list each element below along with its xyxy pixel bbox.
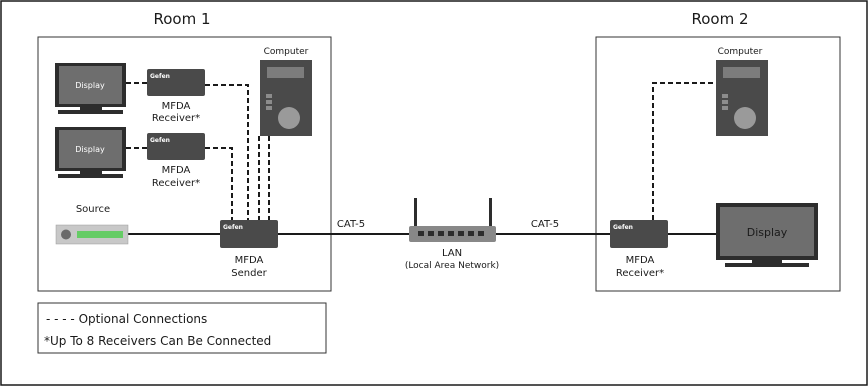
receiver-1-box (147, 69, 205, 96)
display-2-screen (59, 130, 122, 168)
receiver-3-box (610, 220, 668, 248)
display-3-label: Display (747, 226, 788, 239)
source-label: Source (76, 204, 110, 215)
display-1: Display (55, 63, 126, 114)
receiver-2-brand: Gefen (150, 137, 170, 144)
display-1-stand (58, 110, 123, 114)
lan-label-line1: LAN (442, 248, 462, 259)
computer2-receiver-cable (652, 82, 716, 220)
receiver-3-label-line2: Receiver* (616, 268, 664, 279)
computer-1: Computer (260, 47, 312, 136)
computer-2-label: Computer (718, 47, 763, 57)
router-antenna-right (489, 198, 492, 226)
room1-title: Room 1 (153, 10, 210, 28)
computer-2-drive (723, 67, 760, 78)
receiver-3-brand: Gefen (613, 224, 633, 231)
legend-receiver-note: *Up To 8 Receivers Can Be Connected (44, 334, 271, 348)
receiver-2-box (147, 133, 205, 160)
sender-brand: Gefen (223, 224, 243, 231)
sender-label-line2: Sender (231, 268, 267, 279)
router-ports (418, 231, 484, 236)
computer-1-label: Computer (264, 47, 309, 57)
display-2-label: Display (75, 145, 105, 154)
computer-1-button-c (266, 106, 272, 110)
receiver-1-label-line2: Receiver* (152, 113, 200, 124)
source-device: Source (55, 204, 129, 245)
legend: - - - - Optional Connections *Up To 8 Re… (37, 302, 327, 354)
cat5-left-label: CAT-5 (337, 219, 365, 230)
display-2-neck (80, 171, 102, 174)
receiver-3-label-line1: MFDA (626, 255, 655, 266)
computer-1-button-a (266, 94, 272, 98)
computer-1-button-b (266, 100, 272, 104)
display-1-neck (80, 107, 102, 110)
mfda-receiver-3: Gefen MFDA Receiver* (610, 220, 668, 279)
room2-box (595, 36, 841, 292)
computer-1-power-knob (278, 107, 300, 129)
display-2: Display (55, 127, 126, 178)
display-1-screen (59, 66, 122, 104)
sender-box (220, 220, 278, 248)
display-3: Display (716, 203, 818, 267)
room2-title: Room 2 (691, 10, 748, 28)
source-display-bar (77, 231, 123, 238)
computer-2-power-knob (734, 107, 756, 129)
mfda-sender: Gefen MFDA Sender (220, 220, 278, 279)
source-knob (61, 229, 71, 240)
room1-box (37, 36, 332, 292)
display-2-stand (58, 174, 123, 178)
legend-optional-connections: - - - - Optional Connections (46, 312, 207, 326)
router-antenna-left (414, 198, 417, 226)
receiver-1-brand: Gefen (150, 73, 170, 80)
mfda-receiver-1: Gefen MFDA Receiver* (147, 69, 205, 124)
computer-2-button-b (722, 100, 728, 104)
receiver-2-label-line2: Receiver* (152, 178, 200, 189)
display-3-screen (720, 207, 814, 256)
receiver2-sender-cable (205, 147, 233, 220)
computer-2-button-c (722, 106, 728, 110)
computer-1-drive (267, 67, 304, 78)
lan-label-line2: (Local Area Network) (405, 261, 499, 271)
sender-label-line1: MFDA (235, 255, 264, 266)
computer-2: Computer (716, 47, 768, 136)
receiver-1-label-line1: MFDA (162, 101, 191, 112)
optional-cables (126, 82, 716, 220)
legend-box (37, 302, 327, 354)
computer-2-button-a (722, 94, 728, 98)
cat5-right-label: CAT-5 (531, 219, 559, 230)
receiver1-sender-cable (205, 84, 249, 220)
receiver-2-label-line1: MFDA (162, 165, 191, 176)
display-1-label: Display (75, 81, 105, 90)
mfda-receiver-2: Gefen MFDA Receiver* (147, 133, 205, 189)
display-3-neck (752, 260, 782, 263)
display-3-stand (725, 263, 809, 267)
lan-router: LAN (Local Area Network) (405, 198, 499, 271)
